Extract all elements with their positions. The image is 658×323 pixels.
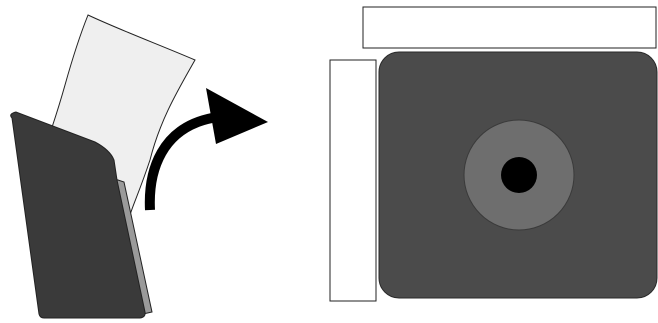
curved-arrow-icon: [144, 88, 268, 211]
right-illustration: [329, 6, 658, 302]
sleeve-holder-icon: [10, 111, 146, 319]
left-illustration: [10, 14, 196, 319]
disc-center-hole: [501, 157, 537, 193]
side-insert-strip: [329, 59, 377, 302]
top-insert-strip: [362, 6, 657, 49]
